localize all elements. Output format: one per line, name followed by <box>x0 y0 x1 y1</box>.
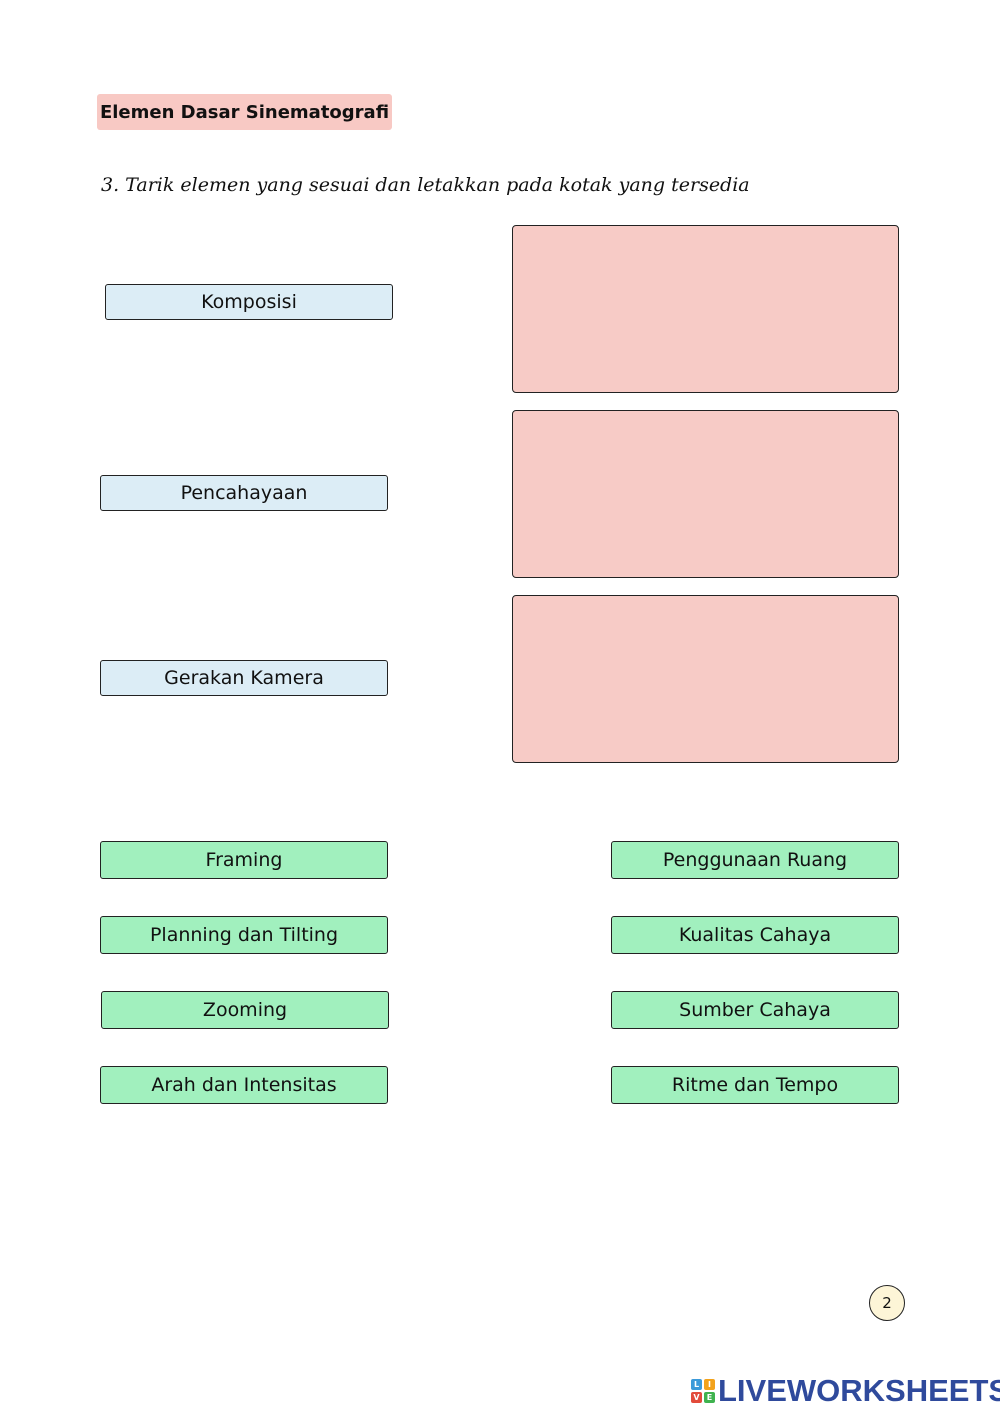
drag-item-arah-dan-intensitas[interactable]: Arah dan Intensitas <box>100 1066 388 1104</box>
drag-item-kualitas-cahaya[interactable]: Kualitas Cahaya <box>611 916 899 954</box>
drop-zone-pencahayaan[interactable] <box>512 410 899 578</box>
liveworksheets-logo: L I V E LIVEWORKSHEETS <box>691 1373 1000 1408</box>
category-label-komposisi: Komposisi <box>105 284 393 320</box>
drag-item-ritme-dan-tempo[interactable]: Ritme dan Tempo <box>611 1066 899 1104</box>
drag-item-penggunaan-ruang[interactable]: Penggunaan Ruang <box>611 841 899 879</box>
drag-item-sumber-cahaya[interactable]: Sumber Cahaya <box>611 991 899 1029</box>
logo-letter-l: L <box>691 1379 702 1390</box>
logo-text: LIVEWORKSHEETS <box>718 1373 1000 1408</box>
logo-letter-i: I <box>704 1379 715 1390</box>
drag-item-planning-dan-tilting[interactable]: Planning dan Tilting <box>100 916 388 954</box>
page-title: Elemen Dasar Sinematografi <box>97 94 392 130</box>
drag-item-zooming[interactable]: Zooming <box>101 991 389 1029</box>
drop-zone-komposisi[interactable] <box>512 225 899 393</box>
page-number: 2 <box>869 1285 905 1321</box>
instruction-text: 3. Tarik elemen yang sesuai dan letakkan… <box>101 174 750 196</box>
drag-item-framing[interactable]: Framing <box>100 841 388 879</box>
logo-letter-e: E <box>704 1392 715 1403</box>
category-label-pencahayaan: Pencahayaan <box>100 475 388 511</box>
drop-zone-gerakan-kamera[interactable] <box>512 595 899 763</box>
category-label-gerakan-kamera: Gerakan Kamera <box>100 660 388 696</box>
logo-letter-v: V <box>691 1392 702 1403</box>
logo-grid-icon: L I V E <box>691 1379 715 1403</box>
